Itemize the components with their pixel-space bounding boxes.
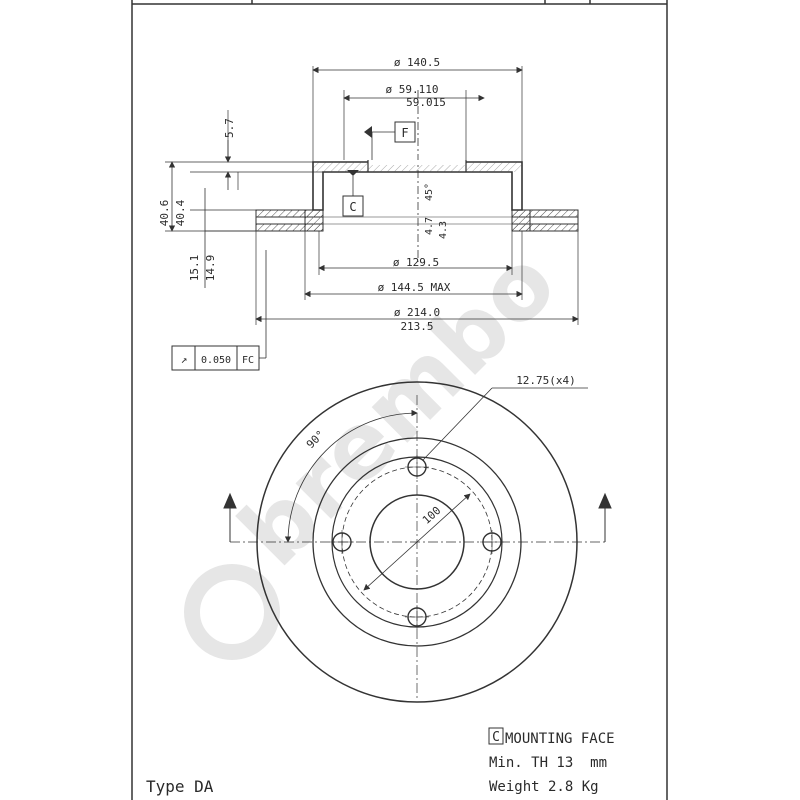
friction-ring-left [255, 209, 324, 232]
dim-15-1: 15.1 [188, 255, 201, 282]
runout-symbol: ↗ [181, 353, 188, 366]
mounting-face-note: MOUNTING FACE [505, 731, 615, 747]
dim-bolt-hole: 12.75(x4) [516, 374, 576, 387]
dim-d-214: ø 214.0 [394, 306, 440, 319]
section-arrows [223, 492, 612, 542]
runout-ref: FC [242, 355, 254, 366]
dim-pcd: 100 [420, 504, 443, 527]
dim-d-144-max: ø 144.5 MAX [378, 281, 451, 294]
dim-5-7: 5.7 [223, 118, 236, 138]
dim-d-59-min: 59.015 [406, 96, 446, 109]
disc-outer-circle [256, 381, 578, 703]
notes-block: C MOUNTING FACE Min. TH 13 mm Weight 2.8… [146, 727, 615, 796]
type-label: Type DA [146, 777, 214, 796]
front-view: 12.75(x4) 100 90° [223, 374, 612, 703]
runout-value: 0.050 [201, 355, 231, 366]
dim-4-3: 4.3 [438, 221, 449, 239]
dim-40-6: 40.6 [158, 200, 171, 227]
sheet-frame [131, 0, 668, 800]
weight-note: Weight 2.8 Kg [489, 779, 599, 795]
dim-45-deg: 45° [424, 183, 435, 201]
runout-tolerance: ↗ 0.050 FC [171, 250, 267, 371]
datum-f: F [364, 121, 416, 160]
dim-d-59-max: ø 59.110 [386, 83, 439, 96]
dim-4-7: 4.7 [424, 217, 435, 235]
datum-c-label: C [349, 200, 356, 214]
min-thickness-note: Min. TH 13 mm [489, 755, 607, 771]
datum-c: C [342, 170, 364, 217]
dim-d-213: 213.5 [400, 320, 433, 333]
dim-14-9: 14.9 [204, 255, 217, 282]
dim-40-4: 40.4 [174, 199, 187, 226]
mounting-face-marker: C [492, 730, 500, 745]
dim-d-129: ø 129.5 [393, 256, 439, 269]
dim-d-140: ø 140.5 [394, 56, 440, 69]
friction-ring-right [511, 209, 579, 232]
datum-f-label: F [401, 126, 408, 140]
section-view: F C ø 140.5 ø 59.110 59.015 ø 129.5 ø 14… [158, 56, 579, 371]
